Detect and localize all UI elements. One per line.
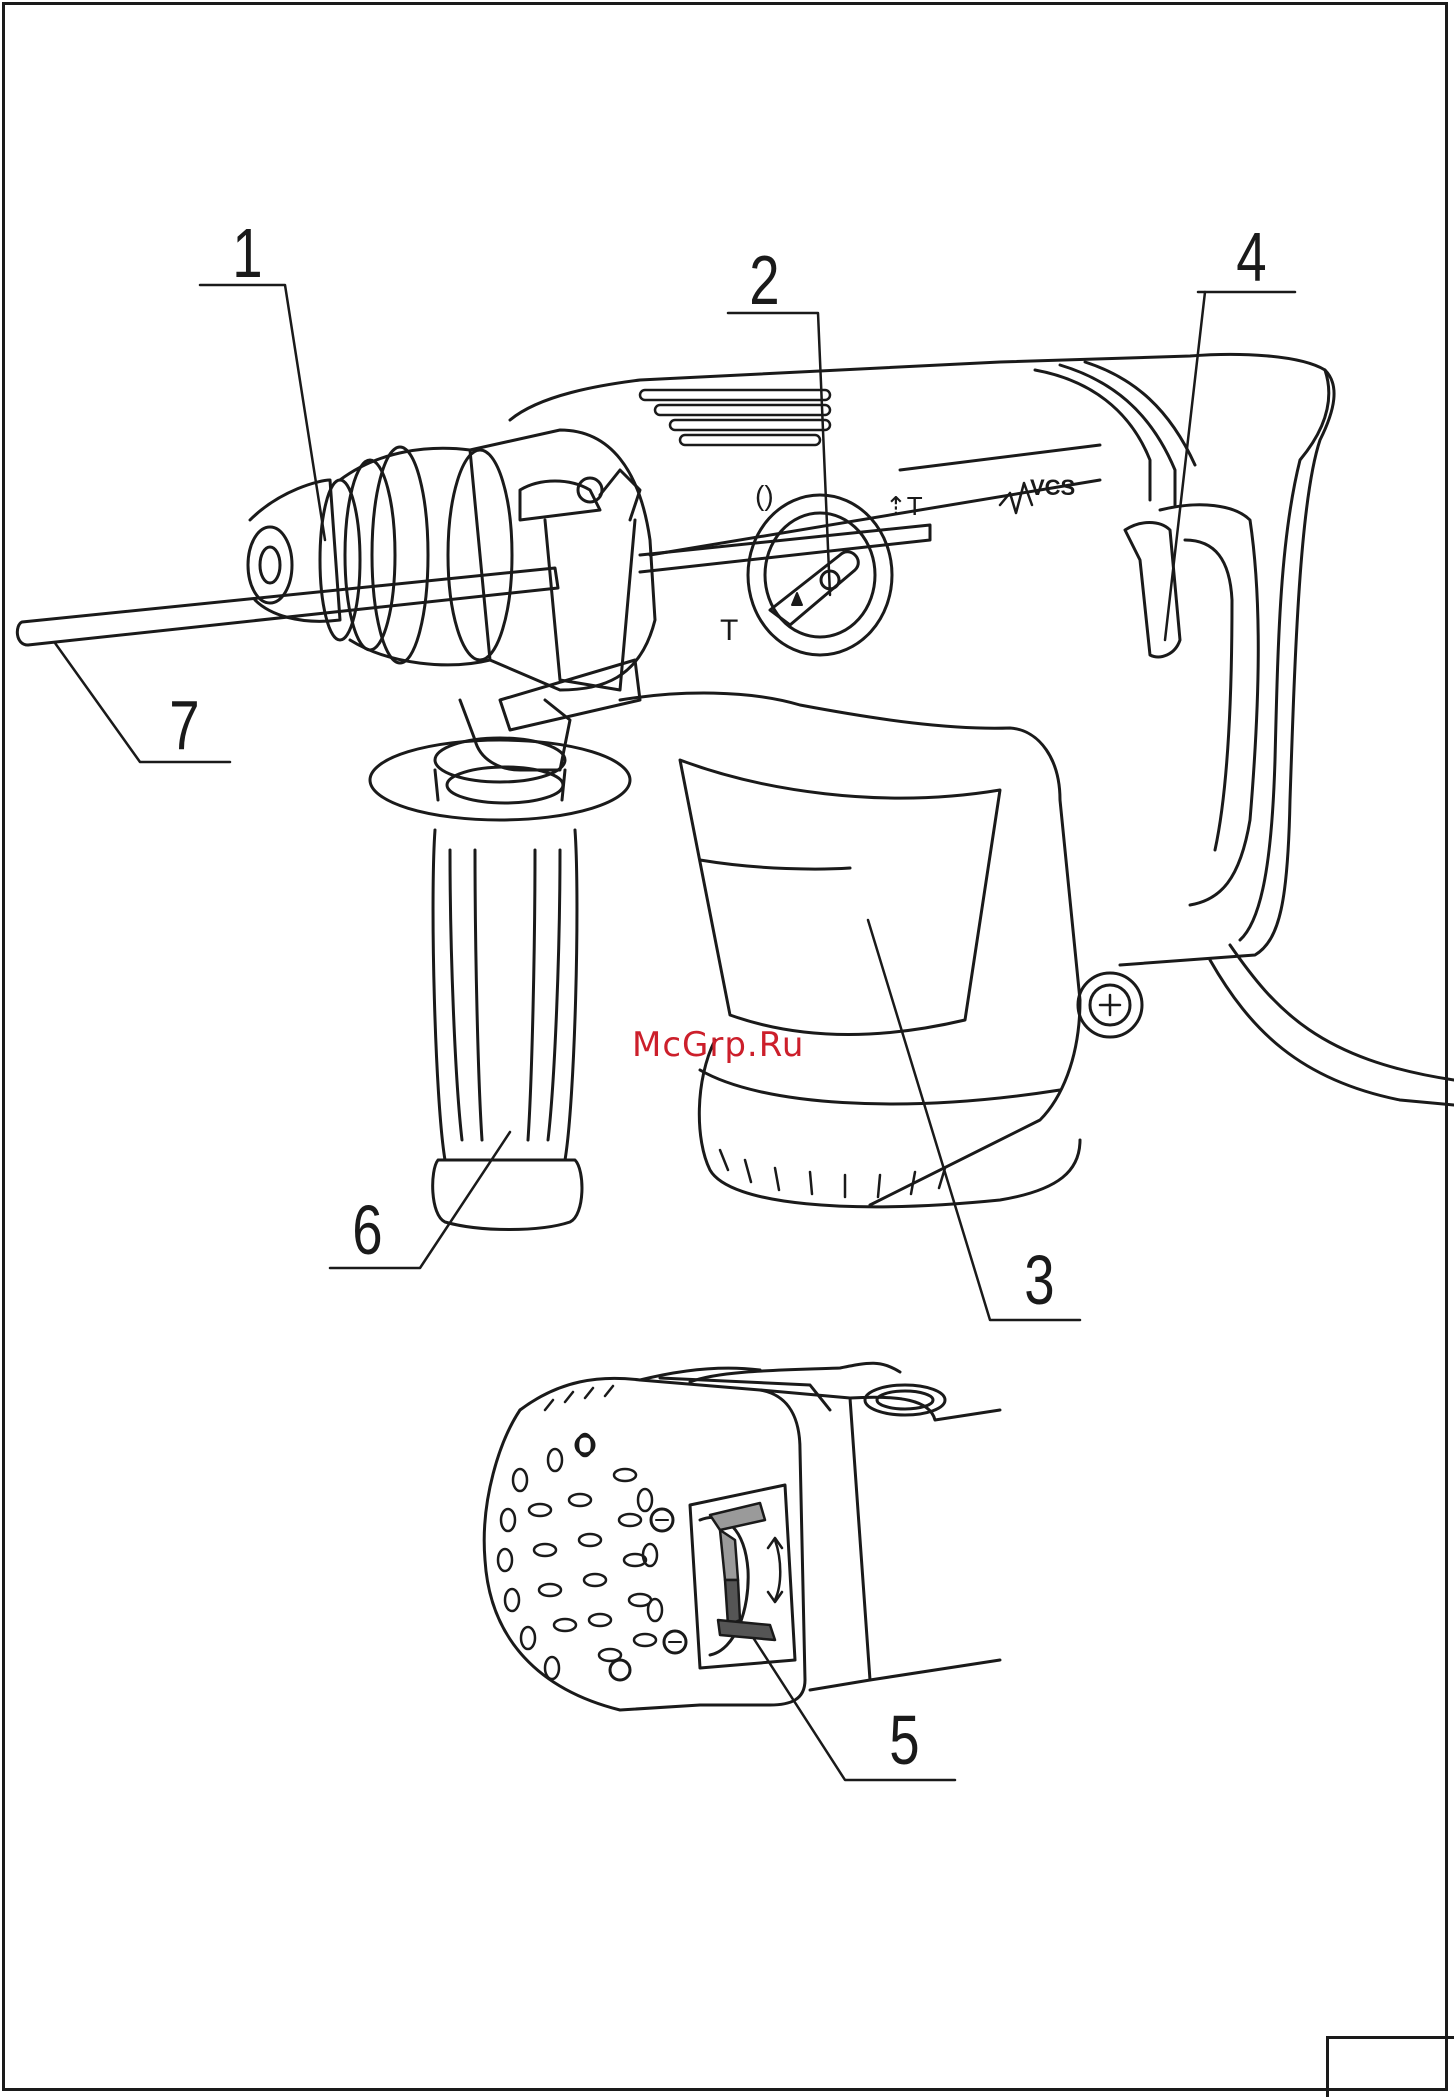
vent-pattern bbox=[498, 1434, 662, 1679]
vent-slots bbox=[640, 390, 830, 445]
bottom-notches bbox=[720, 1150, 945, 1197]
mode-selector-dial: () ⇡T T bbox=[720, 480, 923, 655]
callout-4: 4 bbox=[1236, 222, 1266, 292]
speed-switch-inset bbox=[484, 1363, 1000, 1710]
svg-text:VCS: VCS bbox=[1030, 475, 1075, 500]
callout-1: 1 bbox=[232, 218, 262, 288]
callout-6: 6 bbox=[352, 1195, 382, 1265]
watermark: McGrp.Ru bbox=[632, 1025, 804, 1065]
depth-stop-rod bbox=[17, 525, 930, 645]
chuck bbox=[248, 430, 655, 690]
vcs-logo: VCS bbox=[1000, 475, 1075, 513]
mode-icon-chisel: T bbox=[720, 614, 738, 647]
tool-body bbox=[510, 354, 1454, 1206]
mode-icon-hammer-drill: ⇡T bbox=[885, 491, 923, 521]
callout-2: 2 bbox=[749, 245, 779, 315]
callout-5: 5 bbox=[889, 1705, 919, 1775]
mode-icon-rotation: () bbox=[755, 480, 774, 511]
callout-7: 7 bbox=[169, 690, 199, 760]
callout-3: 3 bbox=[1024, 1245, 1054, 1315]
side-handle bbox=[370, 700, 630, 1230]
